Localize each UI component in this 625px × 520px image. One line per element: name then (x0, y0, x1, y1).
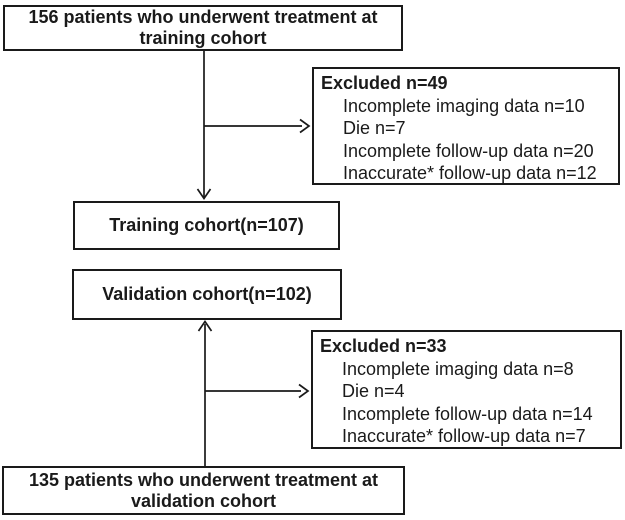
arrow-branch-to-excluded-training (204, 118, 311, 134)
excluded-validation-item: Incomplete follow-up data n=14 (342, 403, 593, 424)
excluded-validation-box: Excluded n=33 Incomplete imaging data n=… (311, 330, 622, 449)
training-cohort-box: Training cohort(n=107) (73, 201, 340, 250)
training-source-box: 156 patients who underwent treatment at … (3, 5, 403, 51)
excluded-validation-item: Die n=4 (342, 381, 405, 401)
excluded-validation-item: Inaccurate* follow-up data n=7 (342, 426, 586, 446)
excluded-validation-item: Incomplete imaging data n=8 (342, 358, 574, 379)
excluded-training-item: Die n=7 (343, 118, 406, 138)
training-source-text: 156 patients who underwent treatment at … (28, 7, 378, 48)
arrow-training-source-to-training-cohort (196, 51, 212, 201)
validation-cohort-box: Validation cohort(n=102) (72, 269, 342, 320)
training-cohort-text: Training cohort(n=107) (109, 215, 304, 235)
excluded-training-title: Excluded n=49 (321, 73, 448, 93)
validation-source-text: 135 patients who underwent treatment at … (28, 469, 379, 511)
excluded-training-item: Inaccurate* follow-up data n=12 (343, 163, 597, 183)
excluded-training-item: Incomplete imaging data n=10 (343, 95, 585, 116)
excluded-validation-title: Excluded n=33 (320, 336, 447, 356)
validation-source-box: 135 patients who underwent treatment at … (2, 466, 405, 515)
excluded-training-item: Incomplete follow-up data n=20 (343, 140, 594, 161)
arrow-branch-to-excluded-validation (205, 383, 310, 399)
arrow-validation-source-to-validation-cohort (197, 319, 213, 466)
excluded-training-box: Excluded n=49 Incomplete imaging data n=… (312, 67, 620, 185)
validation-cohort-text: Validation cohort(n=102) (102, 284, 312, 304)
